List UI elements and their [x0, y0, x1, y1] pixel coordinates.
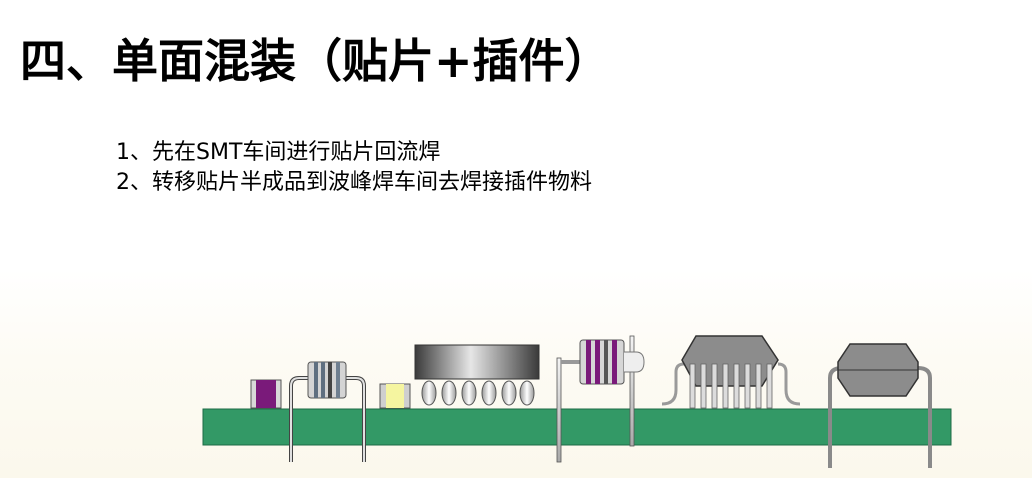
slide-title: 四、单面混装（贴片+插件） [20, 34, 611, 88]
bga-chip-icon [414, 344, 540, 406]
bullet-list: 1、先在SMT车间进行贴片回流焊 2、转移贴片半成品到波峰焊车间去焊接插件物料 [116, 138, 592, 198]
bullet-point-2: 2、转移贴片半成品到波峰焊车间去焊接插件物料 [116, 170, 592, 195]
smd-capacitor-icon [379, 383, 411, 409]
sop-ic-icon [661, 335, 801, 409]
smd-resistor-icon [250, 379, 282, 409]
vertical-resistor-icon [556, 335, 645, 463]
dip-ic-icon [828, 343, 932, 468]
pcb-board [202, 408, 952, 446]
axial-resistor-icon [289, 361, 366, 462]
bullet-point-1: 1、先在SMT车间进行贴片回流焊 [116, 140, 441, 165]
